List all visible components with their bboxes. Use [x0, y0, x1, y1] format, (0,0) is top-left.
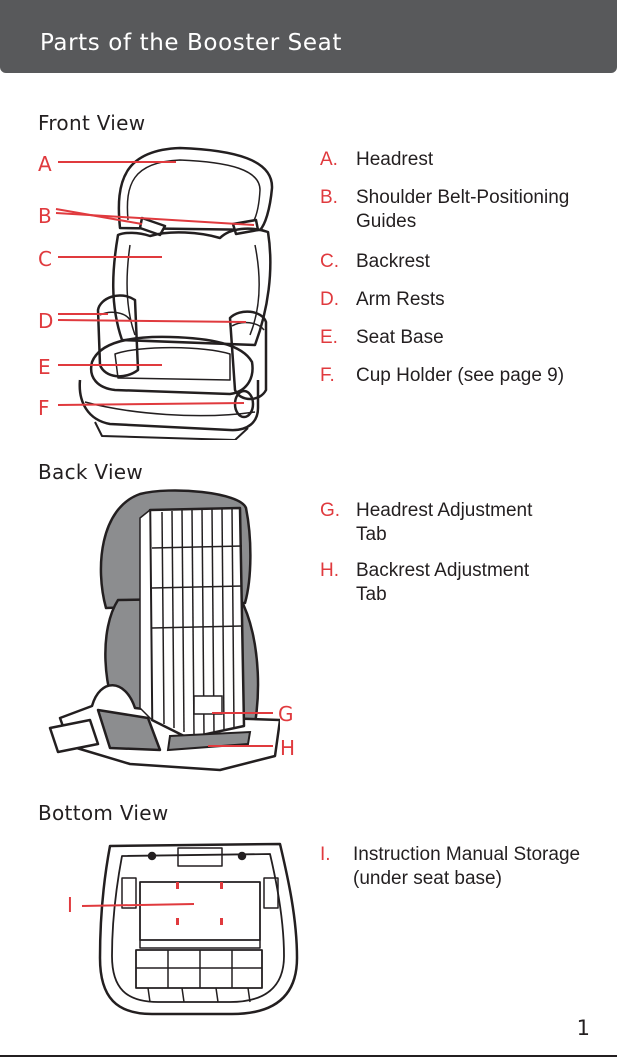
part-note: (under seat base): [353, 868, 502, 889]
page-header: Parts of the Booster Seat: [0, 0, 617, 73]
part-letter: G.: [320, 499, 340, 523]
footer-rule: [0, 1055, 617, 1057]
part-letter: A.: [320, 148, 338, 172]
part-letter: C.: [320, 250, 339, 274]
part-note: (see page 9): [452, 365, 564, 386]
leader-b2: [56, 213, 254, 225]
page-number: 1: [577, 1016, 590, 1040]
leader-d2: [58, 320, 246, 322]
bottom-view-title: Bottom View: [38, 801, 168, 825]
part-letter: B.: [320, 186, 338, 210]
part-label: Cup Holder: [356, 365, 452, 386]
part-label: Headrest: [356, 149, 433, 170]
callout-g: G: [278, 702, 294, 726]
part-letter: E.: [320, 326, 338, 350]
part-letter: H.: [320, 559, 339, 583]
callout-i: I: [67, 893, 73, 917]
leader-i: [82, 904, 194, 906]
part-label: Arm Rests: [356, 289, 445, 310]
part-label: Backrest: [356, 251, 430, 272]
part-letter: F.: [320, 364, 335, 388]
page-title: Parts of the Booster Seat: [40, 30, 342, 56]
front-view-title: Front View: [38, 111, 145, 135]
callout-h: H: [280, 736, 295, 760]
front-leader-lines: [0, 140, 300, 440]
bottom-leader-lines: [0, 838, 300, 1018]
part-label: Instruction Manual Storage: [353, 844, 580, 865]
part-label: Seat Base: [356, 327, 444, 348]
part-letter: I.: [320, 843, 331, 867]
part-label: Shoulder Belt-Positioning Guides: [356, 187, 569, 232]
back-view-title: Back View: [38, 460, 143, 484]
part-label: Backrest Adjustment Tab: [356, 560, 529, 605]
part-label: Headrest Adjustment Tab: [356, 500, 532, 545]
back-leader-lines: [0, 488, 300, 778]
leader-f: [58, 403, 244, 405]
part-letter: D.: [320, 288, 339, 312]
